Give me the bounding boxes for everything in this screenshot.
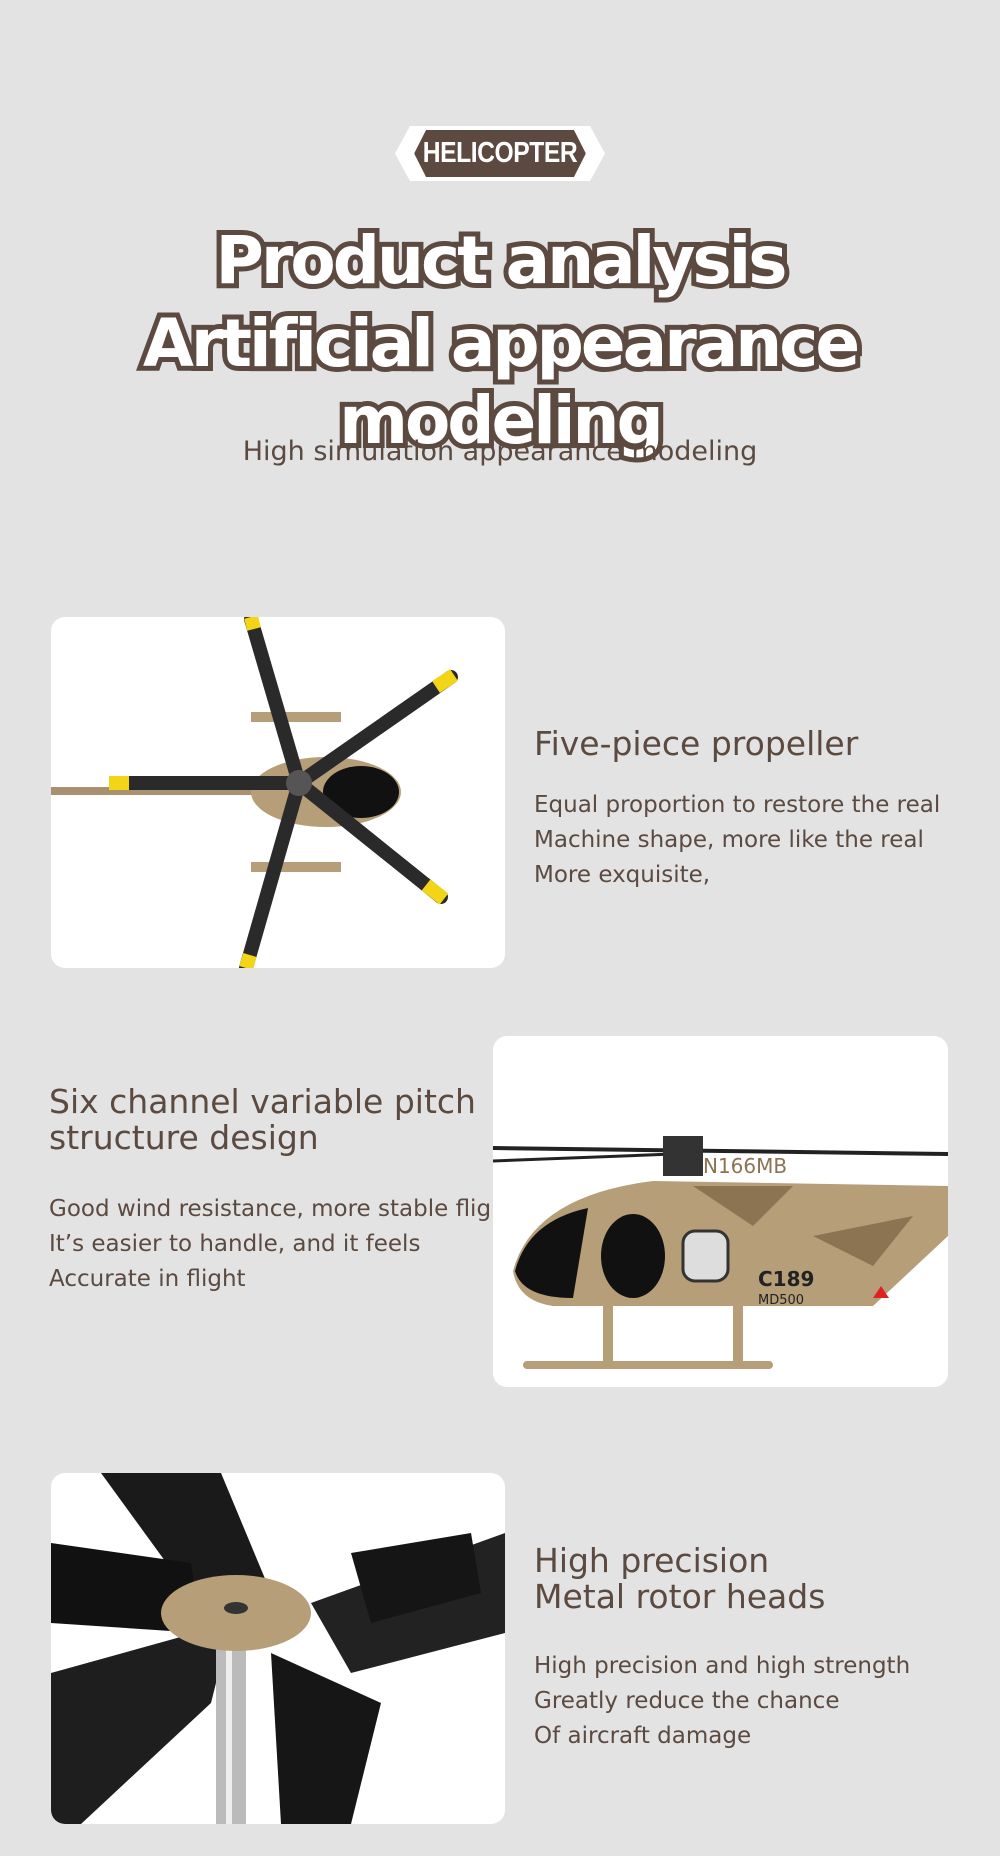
feature-body-line: Accurate in flight — [49, 1266, 246, 1292]
helicopter-side-view-image: N166MB C189 MD500 — [493, 1036, 948, 1387]
feature-title-line: Five-piece propeller — [534, 724, 859, 763]
tail-number: N166MB — [703, 1154, 787, 1178]
feature-3-title: High precision Metal rotor heads — [534, 1543, 825, 1615]
feature-title-line: structure design — [49, 1118, 319, 1157]
feature-2-body: Good wind resistance, more stable flight… — [49, 1192, 515, 1297]
feature-body-line: Machine shape, more like the real — [534, 827, 924, 853]
propeller-top-view-image — [51, 617, 505, 968]
model-name: MD500 — [758, 1293, 804, 1308]
feature-title-line: Six channel variable pitch — [49, 1082, 476, 1121]
feature-2-title: Six channel variable pitch structure des… — [49, 1084, 476, 1156]
feature-title-line: Metal rotor heads — [534, 1577, 826, 1616]
feature-body-line: Greatly reduce the chance — [534, 1688, 840, 1714]
feature-body-line: High precision and high strength — [534, 1653, 911, 1679]
headline-line-2: Artificial appearance modeling — [138, 300, 865, 464]
feature-1-title: Five-piece propeller — [534, 726, 858, 762]
headline-line-1: Product analysis — [210, 217, 792, 304]
model-code: C189 — [758, 1267, 814, 1291]
feature-1-body: Equal proportion to restore the real Mac… — [534, 788, 940, 893]
feature-body-line: It’s easier to handle, and it feels — [49, 1231, 421, 1257]
feature-body-line: Equal proportion to restore the real — [534, 792, 941, 818]
feature-3-body: High precision and high strength Greatly… — [534, 1649, 910, 1754]
feature-title-line: High precision — [534, 1541, 770, 1580]
feature-body-line: Good wind resistance, more stable flight — [49, 1196, 515, 1222]
helicopter-badge: HELICOPTER — [414, 130, 586, 177]
rotor-head-image — [51, 1473, 505, 1824]
feature-body-line: More exquisite, — [534, 862, 711, 888]
subtitle: High simulation appearance modeling — [242, 436, 758, 467]
feature-body-line: Of aircraft damage — [534, 1723, 752, 1749]
